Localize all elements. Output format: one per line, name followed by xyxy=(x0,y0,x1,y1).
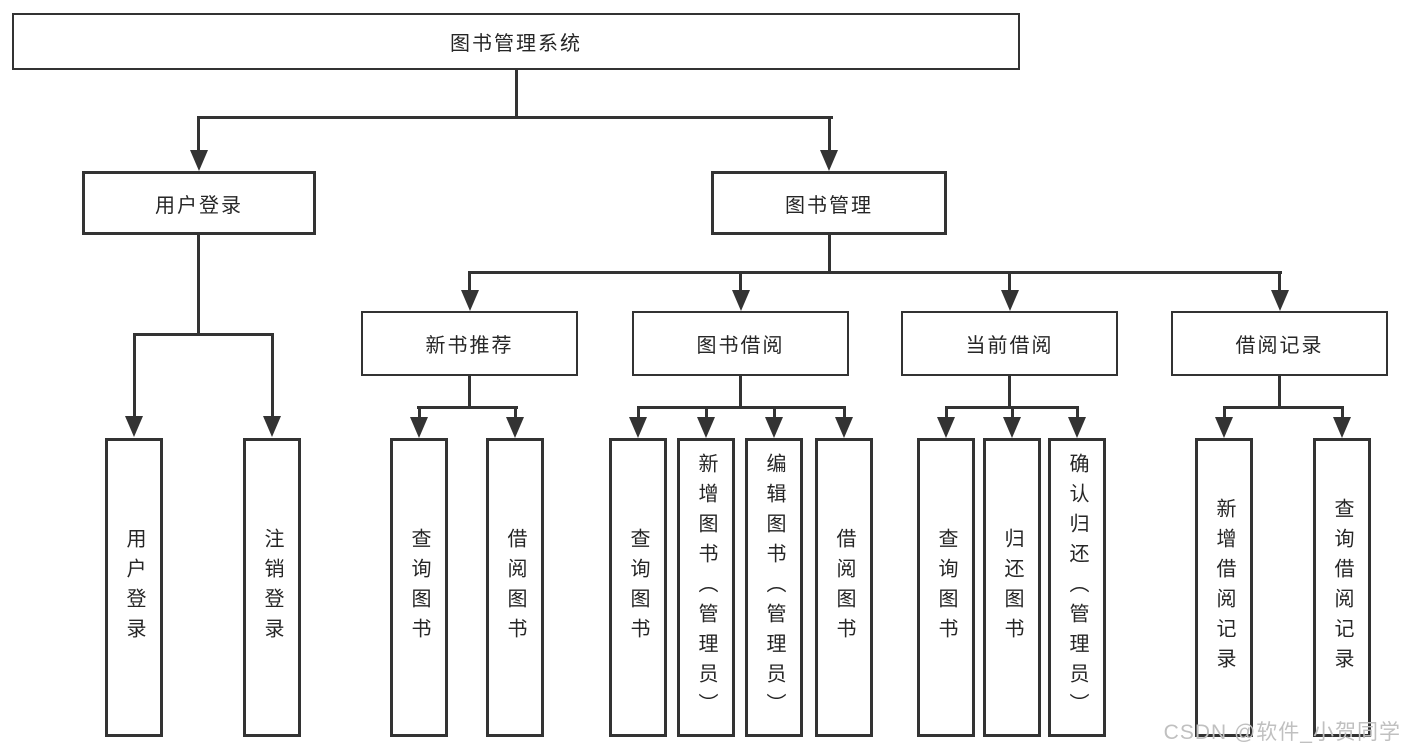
node-label: 编辑图书（管理员） xyxy=(763,452,785,723)
node-root-system: 图书管理系统 xyxy=(12,13,1020,70)
arrow-down-icon xyxy=(1271,290,1289,311)
connector-line xyxy=(1008,271,1011,293)
leaf-user-login: 用户登录 xyxy=(105,438,163,737)
arrow-down-icon xyxy=(1215,417,1233,438)
connector-line xyxy=(1278,271,1281,293)
connector-line xyxy=(1008,376,1011,408)
arrow-down-icon xyxy=(410,417,428,438)
arrow-down-icon xyxy=(1068,417,1086,438)
connector-line xyxy=(197,235,200,335)
node-label: 新增图书（管理员） xyxy=(695,452,717,723)
connector-line xyxy=(828,235,831,274)
connector-line xyxy=(773,406,776,420)
node-new-book-recommend: 新书推荐 xyxy=(361,311,578,376)
arrow-down-icon xyxy=(461,290,479,311)
leaf-add-borrow-record: 新增借阅记录 xyxy=(1195,438,1253,737)
arrow-down-icon xyxy=(263,416,281,437)
connector-line xyxy=(739,271,742,293)
node-label: 归还图书 xyxy=(1001,527,1023,648)
node-label: 用户登录 xyxy=(123,527,145,648)
leaf-confirm-return-admin: 确认归还（管理员） xyxy=(1048,438,1106,737)
arrow-down-icon xyxy=(629,417,647,438)
connector-line xyxy=(637,406,640,420)
connector-line xyxy=(197,116,833,119)
node-label: 新书推荐 xyxy=(425,335,514,357)
connector-line xyxy=(417,406,518,409)
arrow-down-icon xyxy=(1001,290,1019,311)
node-user-login: 用户登录 xyxy=(82,171,316,235)
leaf-return-books: 归还图书 xyxy=(983,438,1041,737)
connector-line xyxy=(843,406,846,420)
connector-line xyxy=(418,406,421,420)
leaf-borrow-books: 借阅图书 xyxy=(486,438,544,737)
connector-line xyxy=(637,406,845,409)
connector-line xyxy=(1278,376,1281,408)
leaf-logout: 注销登录 xyxy=(243,438,301,737)
connector-line xyxy=(468,376,471,408)
connector-line xyxy=(1076,406,1079,420)
node-label: 借阅记录 xyxy=(1235,335,1324,357)
arrow-down-icon xyxy=(125,416,143,437)
arrow-down-icon xyxy=(937,417,955,438)
node-label: 图书借阅 xyxy=(696,335,785,357)
connector-line xyxy=(1223,406,1344,409)
connector-line xyxy=(1011,406,1014,420)
node-book-management: 图书管理 xyxy=(711,171,947,235)
leaf-query-borrow-record: 查询借阅记录 xyxy=(1313,438,1371,737)
node-label: 借阅图书 xyxy=(833,527,855,648)
connector-line xyxy=(705,406,708,420)
node-current-borrow: 当前借阅 xyxy=(901,311,1118,376)
arrow-down-icon xyxy=(765,417,783,438)
leaf-query-books: 查询图书 xyxy=(609,438,667,737)
connector-line xyxy=(945,406,948,420)
node-label: 确认归还（管理员） xyxy=(1066,452,1088,723)
leaf-borrow-books: 借阅图书 xyxy=(815,438,873,737)
arrow-down-icon xyxy=(1333,417,1351,438)
arrow-down-icon xyxy=(732,290,750,311)
leaf-edit-books-admin: 编辑图书（管理员） xyxy=(745,438,803,737)
node-borrow-records: 借阅记录 xyxy=(1171,311,1388,376)
node-label: 用户登录 xyxy=(155,194,243,217)
arrow-down-icon xyxy=(835,417,853,438)
csdn-watermark: CSDN @软件_小贺同学 xyxy=(1163,721,1401,744)
node-label: 借阅图书 xyxy=(504,527,526,648)
connector-line xyxy=(1223,406,1226,420)
leaf-query-books: 查询图书 xyxy=(390,438,448,737)
arrow-down-icon xyxy=(506,417,524,438)
connector-line xyxy=(515,70,518,118)
connector-line xyxy=(828,116,831,152)
node-label: 查询借阅记录 xyxy=(1331,497,1353,678)
connector-line xyxy=(739,376,742,408)
leaf-add-books-admin: 新增图书（管理员） xyxy=(677,438,735,737)
node-label: 查询图书 xyxy=(408,527,430,648)
connector-line xyxy=(468,271,1282,274)
connector-line xyxy=(197,116,200,152)
connector-line xyxy=(1341,406,1344,420)
node-label: 新增借阅记录 xyxy=(1213,497,1235,678)
node-label: 注销登录 xyxy=(261,527,283,648)
node-label: 查询图书 xyxy=(627,527,649,648)
connector-line xyxy=(133,333,273,336)
connector-line xyxy=(468,271,471,293)
leaf-query-books: 查询图书 xyxy=(917,438,975,737)
node-label: 当前借阅 xyxy=(965,335,1054,357)
connector-line xyxy=(514,406,517,420)
arrow-down-icon xyxy=(820,150,838,171)
node-label: 图书管理系统 xyxy=(450,33,582,55)
connector-line xyxy=(271,333,274,417)
node-label: 图书管理 xyxy=(785,194,873,217)
node-label: 查询图书 xyxy=(935,527,957,648)
node-book-borrow: 图书借阅 xyxy=(632,311,849,376)
arrow-down-icon xyxy=(190,150,208,171)
arrow-down-icon xyxy=(1003,417,1021,438)
connector-line xyxy=(133,333,136,417)
arrow-down-icon xyxy=(697,417,715,438)
